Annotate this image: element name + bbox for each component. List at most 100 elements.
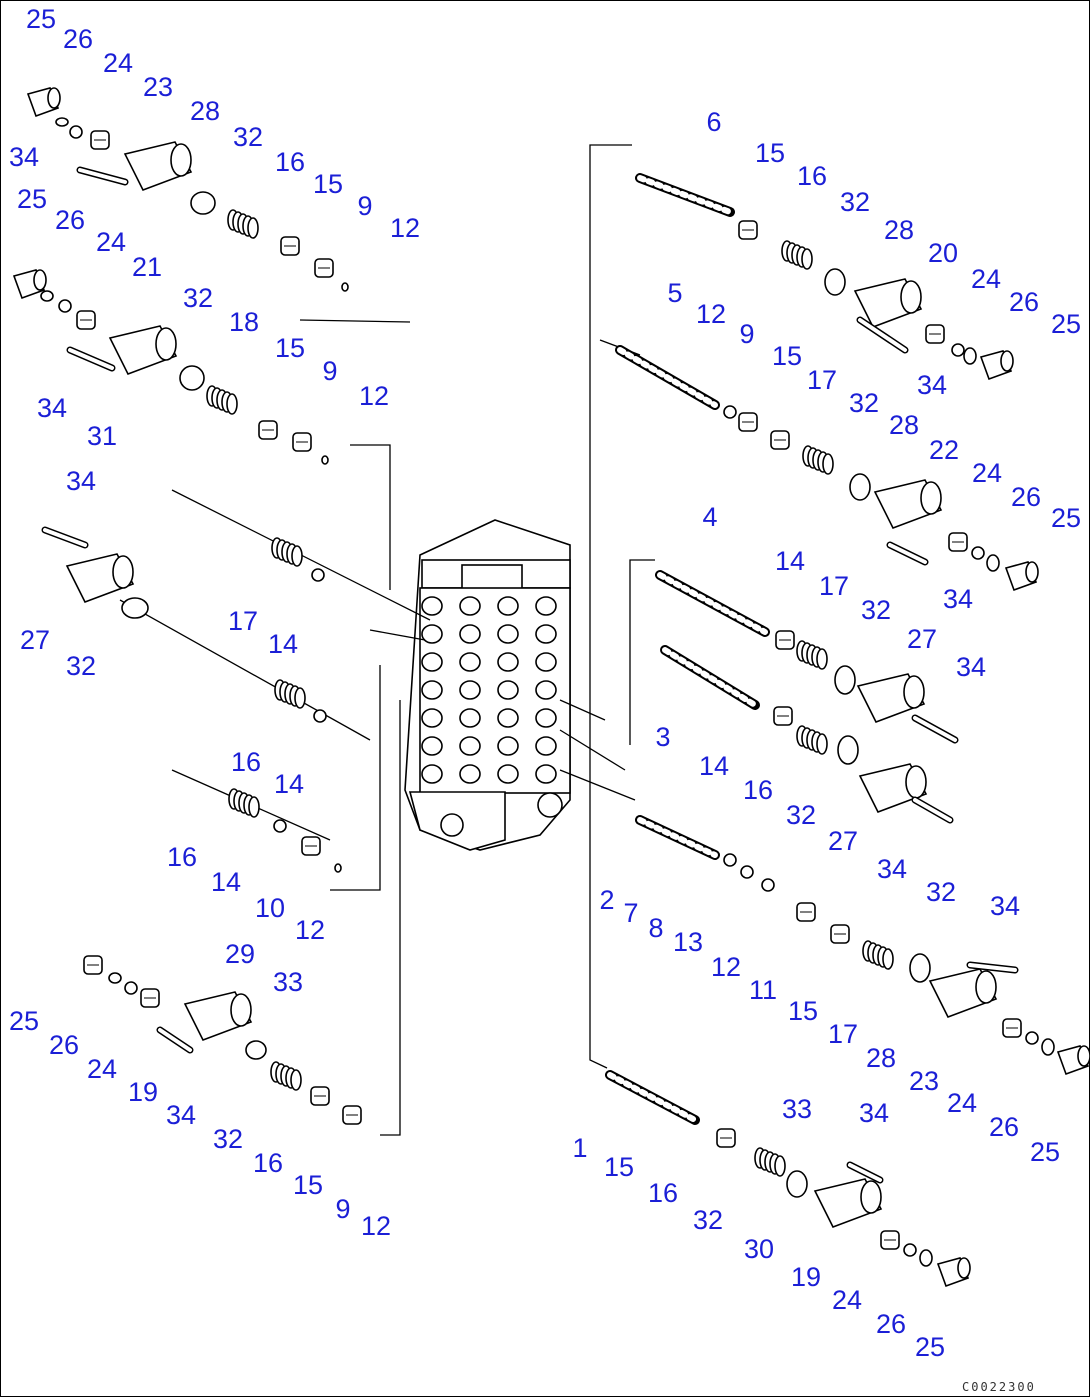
cap (936, 1257, 971, 1288)
callout-label: 32 (66, 651, 96, 681)
o-ring (824, 268, 846, 296)
callout-label: 28 (889, 410, 919, 440)
plug (716, 1128, 736, 1148)
port (497, 652, 519, 672)
o-ring (108, 972, 122, 984)
cover (108, 325, 178, 376)
plug (1002, 1018, 1022, 1038)
o-ring (963, 347, 977, 365)
port (535, 624, 557, 644)
nut (58, 299, 72, 313)
callout-label: 17 (228, 606, 258, 636)
nut (740, 865, 754, 879)
callout-label: 26 (1011, 482, 1041, 512)
spring (781, 240, 813, 270)
port (497, 736, 519, 756)
o-ring (55, 117, 69, 127)
callout-label: 32 (213, 1124, 243, 1154)
callout-label: 25 (17, 184, 47, 214)
callout-label: 34 (917, 370, 947, 400)
callout-label: 34 (859, 1098, 889, 1128)
cover (65, 553, 135, 604)
plug (76, 310, 96, 330)
plug (292, 432, 312, 452)
callout-label: 26 (876, 1309, 906, 1339)
callout-label: 19 (791, 1262, 821, 1292)
callout-label: 34 (66, 466, 96, 496)
callout-label: 3 (655, 722, 670, 752)
callout-label: 24 (96, 227, 126, 257)
callout-label: 24 (972, 458, 1002, 488)
spool (655, 570, 770, 637)
callout-label: 25 (26, 4, 56, 34)
spring (796, 725, 828, 755)
callout-label: 34 (956, 652, 986, 682)
callout-label: 15 (755, 138, 785, 168)
cover (858, 763, 928, 814)
callout-label: 16 (231, 747, 261, 777)
callout-label: 24 (971, 264, 1001, 294)
port (535, 596, 557, 616)
nut (951, 343, 965, 357)
callout-label: 16 (275, 147, 305, 177)
plug (301, 836, 321, 856)
callout-label: 14 (775, 546, 805, 576)
callout-label: 10 (255, 893, 285, 923)
callout-label: 32 (861, 595, 891, 625)
callout-label: 15 (293, 1170, 323, 1200)
callout-label: 34 (877, 854, 907, 884)
callout-label: 32 (849, 388, 879, 418)
bolt (66, 346, 116, 372)
callout-label: 25 (1051, 309, 1081, 339)
cap (12, 269, 47, 300)
spring (802, 445, 834, 475)
callout-label: 26 (49, 1030, 79, 1060)
port (459, 652, 481, 672)
port (421, 652, 443, 672)
o-ring (786, 1170, 808, 1198)
callout-label: 27 (828, 826, 858, 856)
port (421, 596, 443, 616)
o-ring (190, 191, 216, 215)
spring (796, 640, 828, 670)
o-ring (849, 473, 871, 501)
spring (754, 1147, 786, 1177)
callout-label: 30 (744, 1234, 774, 1264)
plug (738, 220, 758, 240)
callout-label: 24 (947, 1088, 977, 1118)
o-ring (834, 665, 856, 695)
port (459, 680, 481, 700)
callout-label: 31 (87, 421, 117, 451)
port (459, 764, 481, 784)
callout-label: 21 (132, 252, 162, 282)
spring (270, 1061, 302, 1091)
plug (770, 430, 790, 450)
nut (723, 405, 737, 419)
callout-label: 17 (819, 571, 849, 601)
cover (856, 673, 926, 724)
callout-label: 32 (183, 283, 213, 313)
plug (140, 988, 160, 1008)
callout-label: 15 (313, 169, 343, 199)
plug (880, 1230, 900, 1250)
callout-label: 32 (786, 800, 816, 830)
spring (271, 537, 303, 567)
callout-label: 14 (274, 769, 304, 799)
callout-label: 11 (749, 975, 777, 1005)
callout-label: 22 (929, 435, 959, 465)
port (459, 596, 481, 616)
callout-label: 9 (322, 356, 337, 386)
plug (796, 902, 816, 922)
port (421, 624, 443, 644)
callout-label: 14 (211, 867, 241, 897)
o-ring (179, 365, 205, 391)
plug (925, 324, 945, 344)
port (535, 652, 557, 672)
bolt (41, 526, 89, 549)
callout-label: 8 (648, 913, 663, 943)
callout-label: 26 (989, 1112, 1019, 1142)
o-ring (341, 282, 349, 292)
callout-label: 2 (599, 885, 614, 915)
o-ring (334, 863, 342, 873)
